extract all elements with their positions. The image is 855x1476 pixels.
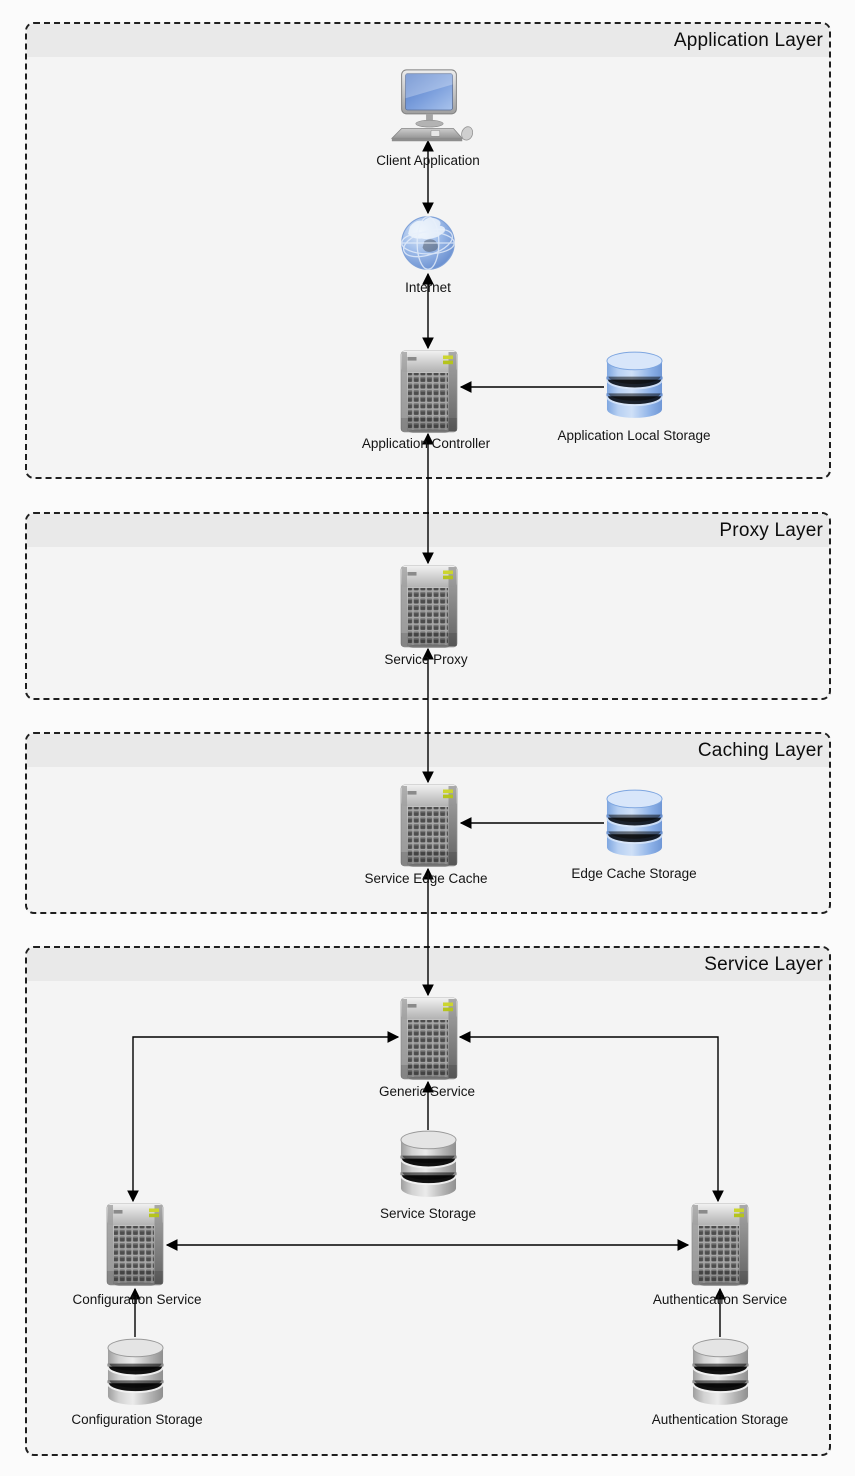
server-icon-service-edge-cache (400, 784, 458, 867)
edge-generic-configservice (127, 1031, 400, 1203)
desktop-computer-icon (391, 69, 473, 143)
server-icon-service-proxy (400, 565, 458, 648)
label-authentication-storage: Authentication Storage (651, 1412, 789, 1427)
globe-icon (399, 216, 457, 270)
label-edge-cache-storage: Edge Cache Storage (571, 866, 697, 881)
application-layer-header: Application Layer (27, 24, 829, 57)
label-service-edge-cache: Service Edge Cache (364, 871, 488, 886)
label-service-storage: Service Storage (379, 1206, 477, 1221)
server-icon-configuration-service (106, 1203, 164, 1286)
label-generic-service: Generic Service (378, 1084, 476, 1099)
database-blue-icon-application-local-storage (606, 351, 663, 420)
label-configuration-storage: Configuration Storage (71, 1412, 203, 1427)
label-application-controller: Application Controller (361, 436, 491, 451)
proxy-layer-title: Proxy Layer (719, 519, 823, 541)
edge-generic-authservice (458, 1031, 724, 1203)
label-service-proxy: Service Proxy (384, 652, 468, 667)
application-layer-title: Application Layer (673, 29, 823, 51)
database-gray-icon-configuration-storage (107, 1338, 164, 1407)
label-internet: Internet (405, 280, 451, 295)
server-icon-authentication-service (691, 1203, 749, 1286)
label-authentication-service: Authentication Service (652, 1292, 788, 1307)
server-icon-generic-service (400, 997, 458, 1080)
label-application-local-storage: Application Local Storage (557, 428, 711, 443)
database-gray-icon-authentication-storage (692, 1338, 749, 1407)
service-layer-title: Service Layer (704, 953, 823, 975)
caching-layer-title: Caching Layer (697, 739, 823, 761)
database-gray-icon-service-storage (400, 1130, 457, 1199)
label-configuration-service: Configuration Service (72, 1292, 202, 1307)
label-client-application: Client Application (376, 153, 480, 168)
database-blue-icon-edge-cache-storage (606, 789, 663, 858)
server-icon-application-controller (400, 350, 458, 433)
